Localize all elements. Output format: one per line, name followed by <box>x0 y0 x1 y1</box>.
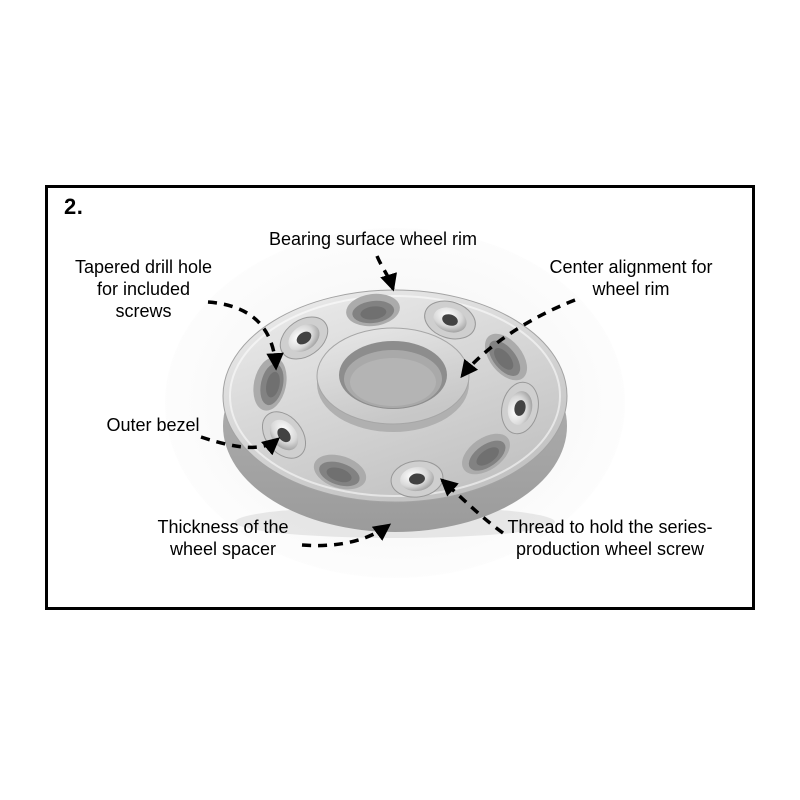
arrow-thread <box>440 478 505 535</box>
label-tapered-drill-hole: Tapered drill hole for included screws <box>56 256 231 322</box>
label-center-alignment: Center alignment for wheel rim <box>526 256 736 300</box>
label-thickness: Thickness of the wheel spacer <box>148 516 298 560</box>
label-line: Thread to hold the series- <box>507 517 713 537</box>
center-hub <box>316 327 470 432</box>
label-line: production wheel screw <box>515 539 705 559</box>
label-line: Thickness of the <box>157 517 289 537</box>
annotation-arrows <box>200 255 576 548</box>
label-line: Center alignment for <box>549 257 713 277</box>
label-line: wheel spacer <box>169 539 277 559</box>
threaded-inserts <box>261 300 539 498</box>
label-thread: Thread to hold the series- production wh… <box>496 516 724 560</box>
label-line: Outer bezel <box>106 415 200 435</box>
label-bearing-surface: Bearing surface wheel rim <box>253 228 493 250</box>
arrow-thickness <box>301 523 392 548</box>
label-line: wheel rim <box>592 279 670 299</box>
label-line: Tapered drill hole <box>74 257 213 277</box>
arrow-center-alignment <box>460 298 576 379</box>
diagram-frame: 2. Bearing surface wheel rim Tapered dri… <box>45 185 755 610</box>
tapered-drill-holes <box>253 293 528 490</box>
wheel-spacer-illustration <box>165 228 625 578</box>
step-number: 2. <box>64 194 84 219</box>
label-line: for included <box>96 279 191 299</box>
label-outer-bezel: Outer bezel <box>93 414 213 436</box>
arrow-bearing-surface <box>375 255 397 292</box>
label-line: screws <box>115 301 172 321</box>
arrow-outer-bezel <box>200 435 280 456</box>
label-line: Bearing surface wheel rim <box>268 229 478 249</box>
